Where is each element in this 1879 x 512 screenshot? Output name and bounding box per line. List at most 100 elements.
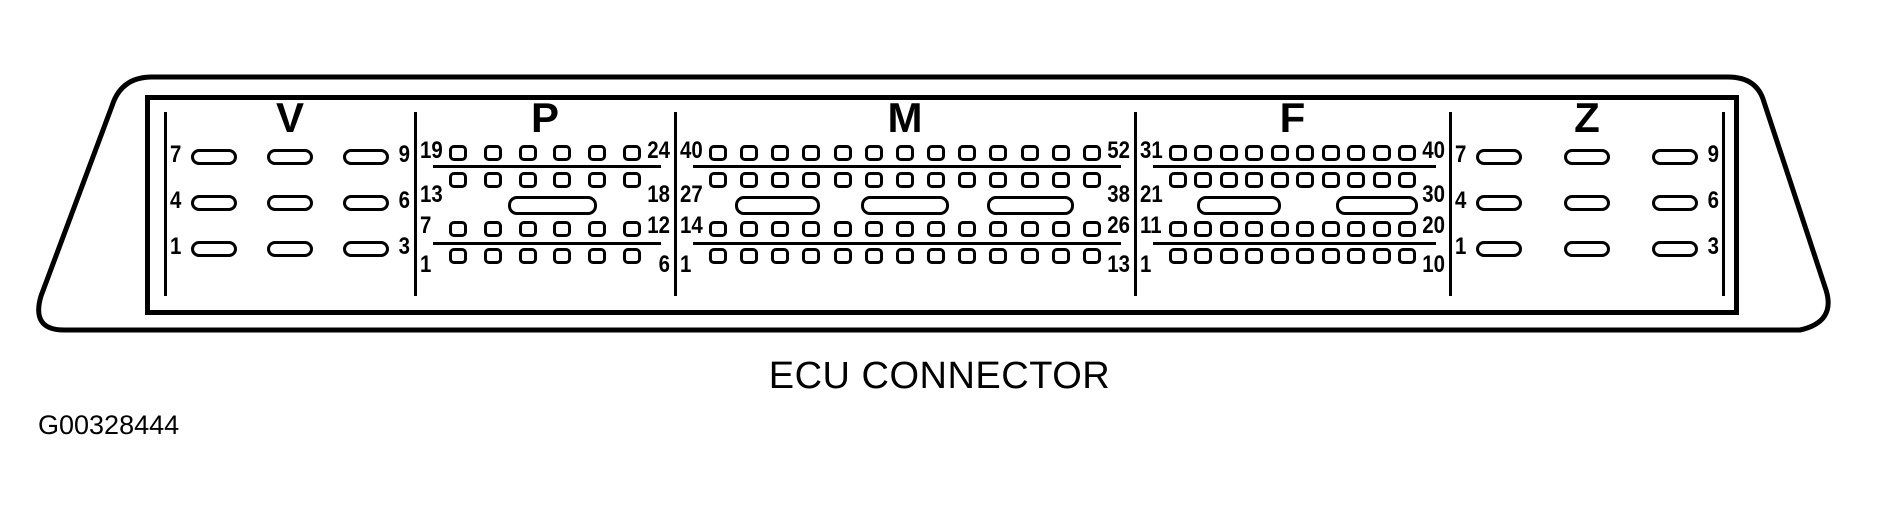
- pin: [588, 172, 607, 188]
- pin: [1652, 149, 1698, 165]
- pin: [1020, 172, 1039, 188]
- pin: [343, 241, 389, 257]
- pin: [553, 145, 572, 161]
- connector-inner-frame: [145, 95, 1739, 315]
- pin-row-label-right: 26: [1107, 212, 1130, 239]
- pin: [895, 145, 914, 161]
- diagram-caption: ECU CONNECTOR: [768, 355, 1111, 397]
- pin: [927, 221, 946, 237]
- pin-row-label-left: 19: [420, 137, 443, 164]
- pin-row: [449, 172, 641, 188]
- pin: [927, 248, 946, 264]
- pin: [1372, 248, 1391, 264]
- pin: [1245, 248, 1264, 264]
- pin: [864, 145, 883, 161]
- pin: [740, 221, 759, 237]
- pin-row-label-right: 3: [398, 233, 410, 260]
- pin-row-label-left: 14: [680, 212, 703, 239]
- pin-row-label-left: 7: [170, 141, 182, 168]
- pin: [1476, 241, 1522, 257]
- pin: [343, 195, 389, 211]
- pin: [1476, 149, 1522, 165]
- pin-row-label-right: 20: [1422, 212, 1445, 239]
- pin: [518, 248, 537, 264]
- pin: [1347, 172, 1366, 188]
- pin: [1245, 145, 1264, 161]
- section-label-M: M: [887, 94, 923, 141]
- pin: [483, 172, 502, 188]
- pin: [267, 195, 313, 211]
- pin: [958, 221, 977, 237]
- pin-row: [449, 221, 641, 237]
- pin-row-label-right: 30: [1422, 181, 1445, 208]
- pin-row-label-right: 9: [1707, 141, 1719, 168]
- pin: [449, 172, 467, 188]
- pin: [709, 221, 727, 237]
- pin: [1564, 149, 1610, 165]
- pin: [864, 172, 883, 188]
- pin: [864, 221, 883, 237]
- pin: [833, 248, 852, 264]
- pin-row: [709, 145, 1101, 161]
- pin: [895, 221, 914, 237]
- pin: [1397, 221, 1416, 237]
- pin: [1169, 172, 1187, 188]
- pin: [1194, 221, 1213, 237]
- pin: [1397, 145, 1416, 161]
- pin: [1372, 221, 1391, 237]
- keying-slot: [734, 196, 821, 215]
- pin: [1082, 145, 1101, 161]
- pin: [771, 248, 790, 264]
- pin-row: [449, 145, 641, 161]
- pin: [1296, 248, 1315, 264]
- pin: [191, 241, 237, 257]
- pin-row-divider-line: [693, 242, 1121, 245]
- pin: [1020, 145, 1039, 161]
- pin: [958, 172, 977, 188]
- pin-row: [1169, 172, 1416, 188]
- pin: [191, 195, 237, 211]
- pin-row-label-right: 18: [647, 181, 670, 208]
- pin: [267, 241, 313, 257]
- pin: [709, 145, 727, 161]
- pin-row-label-left: 1: [1140, 251, 1152, 278]
- pin: [1219, 221, 1238, 237]
- pin: [833, 145, 852, 161]
- pin-row: [1476, 195, 1698, 211]
- pin: [833, 172, 852, 188]
- pin: [553, 248, 572, 264]
- pin-row-divider-line: [1153, 165, 1436, 168]
- pin-row-label-left: 11: [1140, 212, 1162, 239]
- pin: [483, 145, 502, 161]
- pin: [1020, 221, 1039, 237]
- figure-code: G00328444: [38, 410, 180, 440]
- pin: [622, 172, 641, 188]
- pin: [449, 145, 467, 161]
- keying-slot: [1335, 196, 1418, 215]
- pin: [895, 248, 914, 264]
- pin: [518, 221, 537, 237]
- pin: [1194, 172, 1213, 188]
- pin: [1321, 248, 1340, 264]
- pin-row-label-left: 40: [680, 137, 703, 164]
- pin: [1296, 172, 1315, 188]
- pin-row: [709, 172, 1101, 188]
- pin: [1082, 221, 1101, 237]
- pin: [1321, 221, 1340, 237]
- pin-row-label-right: 40: [1422, 137, 1445, 164]
- pin-row-label-left: 21: [1140, 181, 1163, 208]
- pin-row-label-left: 4: [170, 187, 182, 214]
- pin: [927, 172, 946, 188]
- section-label-V: V: [275, 94, 304, 141]
- pin-row: [449, 248, 641, 264]
- pin: [740, 145, 759, 161]
- pin: [1020, 248, 1039, 264]
- pin-row-label-left: 1: [680, 251, 692, 278]
- pin: [191, 149, 237, 165]
- pin: [1082, 172, 1101, 188]
- pin: [1397, 248, 1416, 264]
